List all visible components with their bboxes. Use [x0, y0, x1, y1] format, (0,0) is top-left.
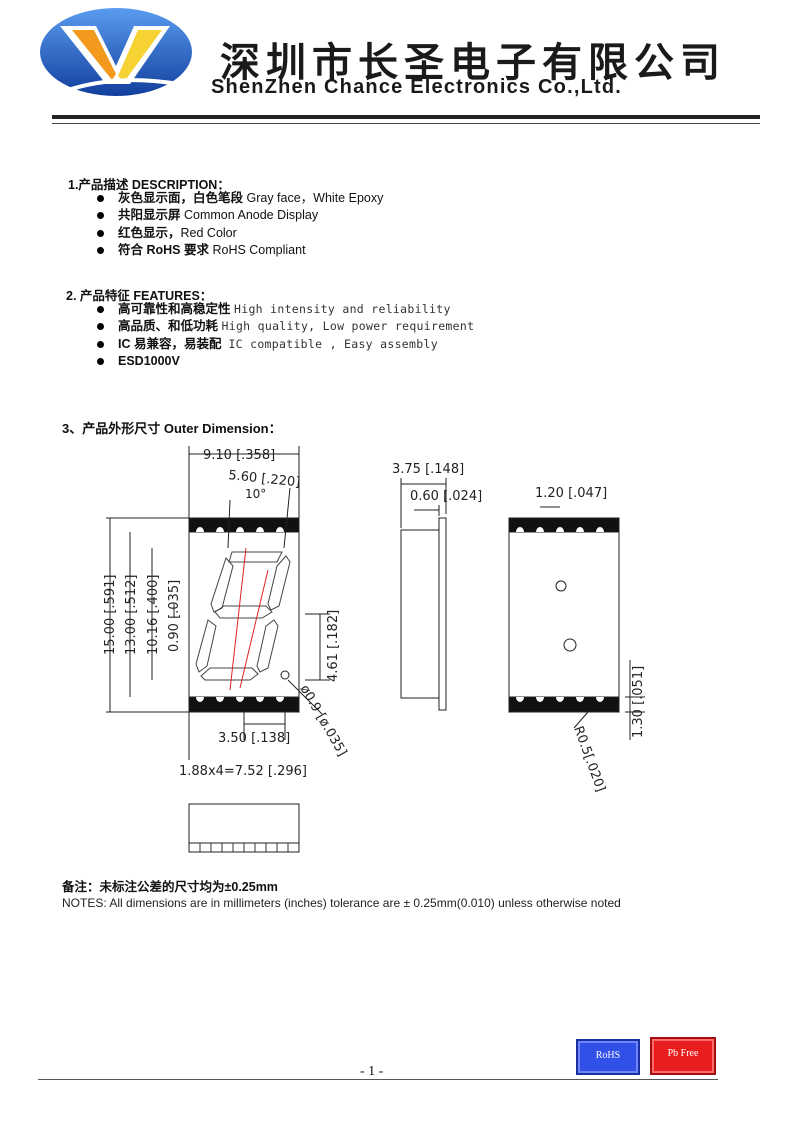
footer-rule: [38, 1079, 718, 1080]
dim-digit-height: 10.16 [.400]: [146, 575, 161, 655]
list-item: 符合 RoHS 要求 RoHS Compliant: [94, 242, 383, 259]
features-list: 高可靠性和高稳定性 High intensity and reliability…: [94, 301, 474, 371]
dim-half-height: 4.61 [.182]: [326, 610, 341, 682]
dim-height-total: 15.00 [.591]: [103, 575, 118, 655]
dim-face-thick: 0.60 [.024]: [410, 489, 482, 504]
side-view-body: [400, 529, 440, 699]
pb-free-badge: Pb Free: [650, 1037, 716, 1075]
dim-depth: 3.75 [.148]: [392, 462, 464, 477]
dim-radius: R0.5[.020]: [570, 724, 608, 794]
rohs-badge: RoHS: [576, 1039, 640, 1075]
dim-dp-offset: 3.50 [.138]: [218, 731, 290, 746]
back-view-body: [508, 517, 620, 713]
dim-pin-pitch: 1.88x4=7.52 [.296]: [179, 764, 307, 779]
company-name-cn: 深圳市长圣电子有限公司: [220, 40, 726, 86]
side-view-face: [438, 517, 447, 711]
list-item: 共阳显示屏 Common Anode Display: [94, 207, 383, 224]
dim-pin-width: 1.20 [.047]: [535, 486, 607, 501]
seven-segment-outline: [195, 551, 291, 681]
company-name-en: ShenZhen Chance Electronics Co.,Ltd.: [211, 76, 623, 98]
list-item: 灰色显示面，白色笔段 Gray face，White Epoxy: [94, 190, 383, 207]
description-title: 1.产品描述 DESCRIPTION：: [68, 178, 230, 192]
features-title: 2. 产品特征 FEATURES：: [66, 289, 213, 303]
list-item: 高品质、和低功耗 High quality, Low power require…: [94, 318, 474, 335]
back-hole-bottom: [563, 638, 577, 652]
note-en: NOTES: All dimensions are in millimeters…: [62, 896, 621, 910]
list-item: IC 易兼容，易装配 IC compatible , Easy assembly: [94, 336, 474, 353]
page-number: - 1 -: [360, 1064, 384, 1079]
header-rule-thin: [52, 123, 760, 124]
decimal-point: [280, 670, 290, 680]
list-item: 红色显示，Red Color: [94, 225, 383, 242]
dimension-title: 3、产品外形尺寸 Outer Dimension：: [62, 421, 282, 436]
dim-slant: 10°: [245, 487, 266, 501]
note-cn: 备注：未标注公差的尺寸均为±0.25mm: [62, 880, 278, 894]
dim-width-total: 9.10 [.358]: [203, 448, 275, 463]
back-hole-top: [555, 580, 567, 592]
description-list: 灰色显示面，白色笔段 Gray face，White Epoxy 共阳显示屏 C…: [94, 190, 383, 260]
list-item: 高可靠性和高稳定性 High intensity and reliability: [94, 301, 474, 318]
dim-height-face: 13.00 [.512]: [124, 575, 139, 655]
list-item: ESD1000V: [94, 353, 474, 370]
dim-seg-width: 0.90 [.035]: [167, 580, 182, 652]
dim-pin-height: 1.30 [.051]: [631, 666, 646, 738]
front-view-body: [188, 517, 300, 713]
header-rule-thick: [52, 115, 760, 119]
dim-dp-dia: ø0.9 [ø.035]: [297, 683, 350, 760]
company-logo: [40, 8, 192, 96]
